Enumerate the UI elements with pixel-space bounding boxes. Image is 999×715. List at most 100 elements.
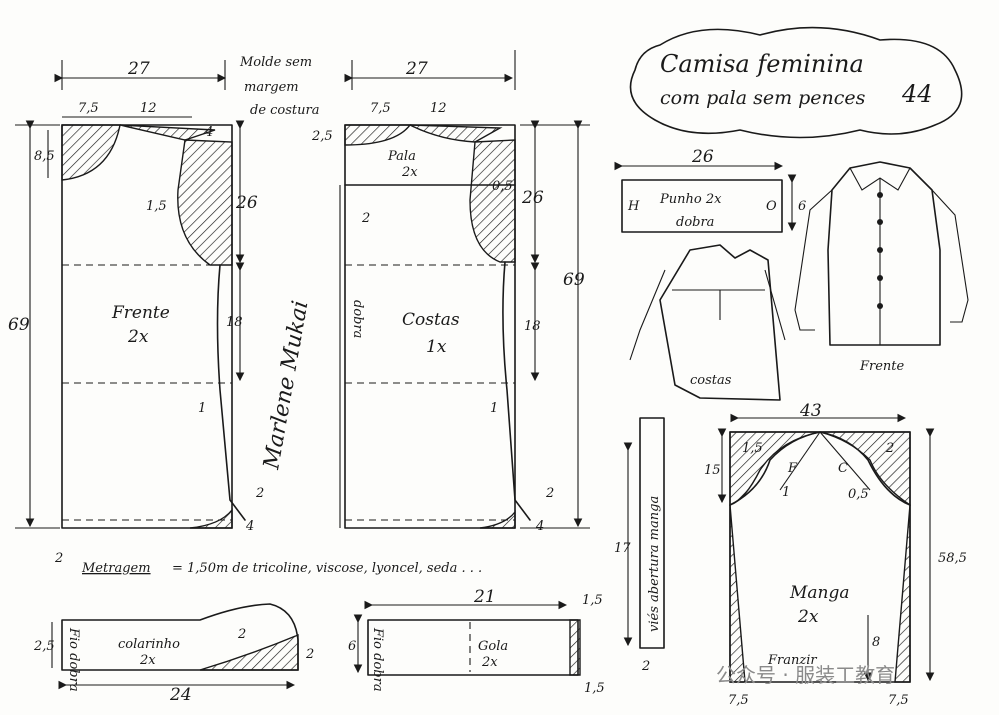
title-cloud [629,26,963,139]
collar-qty: 2x [139,653,156,668]
sleeve-hem-right: 7,5 [888,693,909,708]
front-hem-curve: 4 [245,519,254,534]
collar-width: 24 [169,685,192,705]
metragem-label: Metragem [81,561,151,576]
metragem-text: = 1,50m de tricoline, viscose, lyoncel, … [172,561,482,576]
front-length: 69 [8,315,30,335]
bias-width: 2 [641,659,650,674]
front-hem-out: 2 [255,486,264,501]
front-side-seam [216,264,246,521]
collar-fold: Fio dobra [66,627,81,692]
front-shoulder-drop: 4 [204,125,213,140]
yoke-depth: 2 [361,211,370,226]
yoke-qty: 2x [401,165,418,180]
title-number: 44 [901,80,933,108]
sleeve-hem-left: 7,5 [728,693,749,708]
sleeve-length: 58,5 [938,551,967,566]
back-neck-drop: 2,5 [311,129,333,144]
back-armhole-hatch [469,139,516,263]
note-line1: Molde sem [239,55,312,70]
sleeve-c-mark: C [838,461,848,476]
front-hem-hatch [189,508,233,529]
sleeve-curve-out: 0,5 [848,487,869,502]
back-qty: 1x [426,337,447,357]
cuff-height: 6 [798,199,806,214]
band-top: 1,5 [582,593,603,608]
bias-length: 17 [614,541,631,556]
collar-label: colarinho [118,637,180,652]
front-neck-hatch [61,124,121,181]
note-line3: de costura [250,103,320,118]
front-sketch [794,161,969,346]
front-shoulder-hatch [119,124,216,141]
front-side-in: 1 [198,401,206,416]
front-armhole-depth: 26 [235,193,258,213]
back-hem-curve: 4 [535,519,544,534]
band-bottom: 1,5 [584,681,605,696]
cuff-piece [614,161,797,233]
front-neck-depth: 8,5 [34,149,55,164]
back-fold: dobra [350,300,365,338]
band-fold: Fio dobra [370,627,385,692]
title-line1: Camisa feminina [660,50,864,78]
back-hem-hatch [479,509,516,529]
cuff-left-mark: H [627,199,640,214]
cuff-right-mark: O [766,199,777,214]
bias-strip [623,417,665,649]
band-width: 21 [473,587,496,607]
back-piece [339,50,590,529]
sleeve-label: Manga [789,583,850,603]
yoke-label: Pala [387,149,416,164]
collar-height: 2,5 [33,639,55,654]
back-hem-out: 2 [545,486,554,501]
back-neck-width: 7,5 [370,101,391,116]
back-shoulder-hatch [409,124,503,143]
note-line2: margem [244,80,299,95]
front-neck-width: 7,5 [78,101,99,116]
front-piece [15,60,246,529]
cuff-fold: dobra [676,215,714,230]
front-waist-height: 18 [226,315,243,330]
sleeve-qty: 2x [797,607,819,627]
front-label: Frente [111,303,170,323]
back-shoulder-width: 12 [430,101,447,116]
sleeve-right-mark: 2 [885,441,894,456]
collar-piece [51,603,299,690]
back-armhole-curve: 0,5 [492,179,513,194]
sleeve-slit: 8 [872,635,880,650]
band-height: 6 [348,639,356,654]
back-neck-hatch [344,124,412,146]
back-sketch-label: costas [690,373,732,388]
back-side-in: 1 [490,401,498,416]
back-waist-height: 18 [524,319,541,334]
back-armhole-depth: 26 [521,188,544,208]
front-armhole-hatch [177,139,233,266]
collar-point: 2 [237,627,246,642]
cuff-label: Punho 2x [659,192,722,207]
sleeve-curve-in: 1 [782,485,790,500]
band-qty: 2x [481,655,498,670]
front-width-label: 27 [127,59,150,79]
sleeve-f-mark: F [787,461,798,476]
band-label: Gola [478,639,508,654]
front-shoulder-width: 12 [140,101,157,116]
title-line2: com pala sem pences [660,87,866,109]
sleeve-cap-height: 15 [704,463,721,478]
sleeve-piece [717,413,935,683]
back-width-label: 27 [405,59,428,79]
bias-label: viés abertura manga [647,496,662,632]
labels: 27 7,5 12 4 8,5 1,5 26 18 69 Frente 2x 1… [8,50,967,708]
cuff-width: 26 [691,147,714,167]
collar-side: 2 [305,647,314,662]
front-armhole-curve: 1,5 [146,199,167,214]
sleeve-width: 43 [799,401,822,421]
watermark: 公众号 · 服装工教育 [716,663,895,687]
back-sketch [629,244,786,401]
band-piece [353,600,581,676]
front-bottom: 2 [54,551,63,566]
back-label: Costas [402,310,460,330]
sleeve-gather: Franzir [767,653,817,668]
front-qty: 2x [127,327,149,347]
